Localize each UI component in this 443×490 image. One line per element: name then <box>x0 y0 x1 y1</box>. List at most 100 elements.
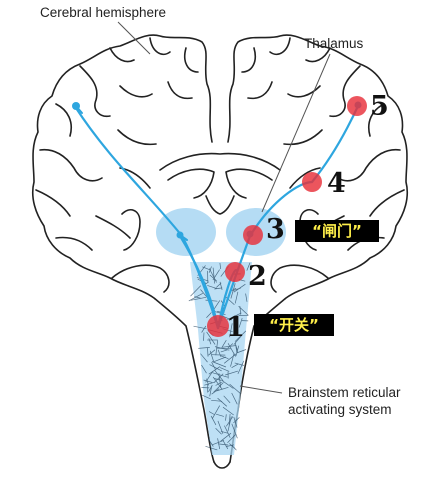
reticular-fiber <box>227 433 237 444</box>
reticular-fiber <box>214 287 223 290</box>
corpus-callosum <box>159 152 281 171</box>
reticular-fiber <box>200 353 208 363</box>
reticular-fiber <box>246 262 251 271</box>
reticular-fiber <box>216 413 224 417</box>
thalamus-left <box>156 208 216 256</box>
reticular-fiber <box>202 266 212 271</box>
reticular-fiber <box>208 338 212 345</box>
reticular-fiber <box>233 416 238 428</box>
reticular-fiber <box>233 417 240 424</box>
reticular-fiber <box>208 366 221 375</box>
reticular-fiber <box>205 371 213 383</box>
reticular-fiber <box>230 353 235 367</box>
reticular-fiber <box>233 283 246 293</box>
reticular-fiber <box>190 285 202 297</box>
reticular-fiber <box>202 394 211 400</box>
point-label-2: 2 <box>248 261 267 292</box>
reticular-fiber <box>220 432 232 442</box>
point-label-5: 5 <box>370 91 389 122</box>
reticular-fiber <box>211 362 216 370</box>
pathway-endpoints <box>72 101 362 239</box>
tag-gate-bg <box>295 220 379 242</box>
label-brainstem-line1: Brainstem reticular <box>288 385 401 400</box>
reticular-fiber <box>217 420 224 434</box>
reticular-fiber <box>208 268 217 283</box>
reticular-fiber <box>213 356 227 363</box>
reticular-fiber <box>211 399 223 402</box>
reticular-fiber <box>217 397 228 407</box>
reticular-fiber <box>245 293 248 302</box>
reticular-fiber <box>218 443 229 446</box>
tag-switch: “开关” <box>254 314 334 336</box>
reticular-fiber <box>228 413 231 426</box>
callout-thalamus <box>261 53 331 213</box>
reticular-fiber <box>208 411 215 415</box>
reticular-fiber <box>230 283 236 299</box>
brainstem-reticular-formation <box>188 262 252 455</box>
reticular-fiber <box>222 440 229 450</box>
reticular-fiber <box>203 379 213 383</box>
reticular-fiber <box>227 343 234 349</box>
reticular-fiber <box>235 318 238 330</box>
reticular-fiber <box>229 323 233 338</box>
reticular-fiber <box>231 392 238 405</box>
reticular-fiber <box>207 347 209 357</box>
reticular-fiber <box>205 445 218 451</box>
point-label-4: 4 <box>327 168 346 199</box>
marker-3 <box>243 225 263 245</box>
label-brainstem-line2: activating system <box>288 402 392 417</box>
reticular-fiber <box>208 438 214 447</box>
brainstem-tip <box>213 461 231 469</box>
reticular-fiber <box>215 340 219 356</box>
reticular-fiber <box>226 416 234 427</box>
reticular-fiber <box>238 305 249 316</box>
reticular-fiber <box>231 423 238 439</box>
reticular-fiber <box>234 342 238 353</box>
tag-gate-text: “闸门” <box>312 222 362 240</box>
brainstem-fill <box>190 262 252 455</box>
reticular-fiber <box>212 372 228 378</box>
brain-outline <box>31 34 409 469</box>
callout-cerebral <box>117 21 151 55</box>
pathway-right <box>216 104 360 330</box>
point-label-3: 3 <box>266 214 285 245</box>
reticular-fiber <box>216 282 222 288</box>
reticular-fiber <box>227 343 236 357</box>
pathway-left <box>74 106 220 330</box>
reticular-fiber <box>221 345 237 348</box>
reticular-fiber <box>234 291 239 304</box>
tag-switch-text: “开关” <box>269 316 319 334</box>
reticular-fiber <box>207 285 218 289</box>
marker-1 <box>207 315 229 337</box>
reticular-fiber <box>213 382 224 393</box>
reticular-fiber <box>204 381 216 386</box>
reticular-fiber <box>198 347 210 349</box>
reticular-fiber <box>227 312 242 321</box>
stage-markers <box>207 96 367 337</box>
reticular-fiber <box>234 330 247 342</box>
reticular-fiber <box>222 406 234 416</box>
reticular-fiber <box>227 416 232 432</box>
reticular-fiber <box>201 325 207 333</box>
marker-5 <box>347 96 367 116</box>
reticular-fiber <box>206 312 212 319</box>
reticular-fiber <box>237 360 245 375</box>
tag-switch-bg <box>254 314 334 336</box>
reticular-fiber <box>214 378 222 381</box>
reticular-fiber <box>216 347 231 350</box>
reticular-fiber <box>201 364 207 374</box>
left-hemisphere-outline <box>31 34 215 463</box>
reticular-fiber <box>223 353 237 364</box>
tag-gate: “闸门” <box>295 220 379 242</box>
reticular-fiber <box>217 349 222 357</box>
reticular-fiber <box>219 367 230 372</box>
marker-4 <box>302 172 322 192</box>
label-cerebral-hemisphere: Cerebral hemisphere <box>40 5 166 20</box>
reticular-fiber <box>212 439 225 446</box>
reticular-fiber <box>215 381 222 386</box>
reticular-fiber <box>200 289 208 299</box>
point-label-1: 1 <box>226 312 245 343</box>
reticular-fiber <box>215 428 222 435</box>
reticular-fiber <box>221 340 227 348</box>
